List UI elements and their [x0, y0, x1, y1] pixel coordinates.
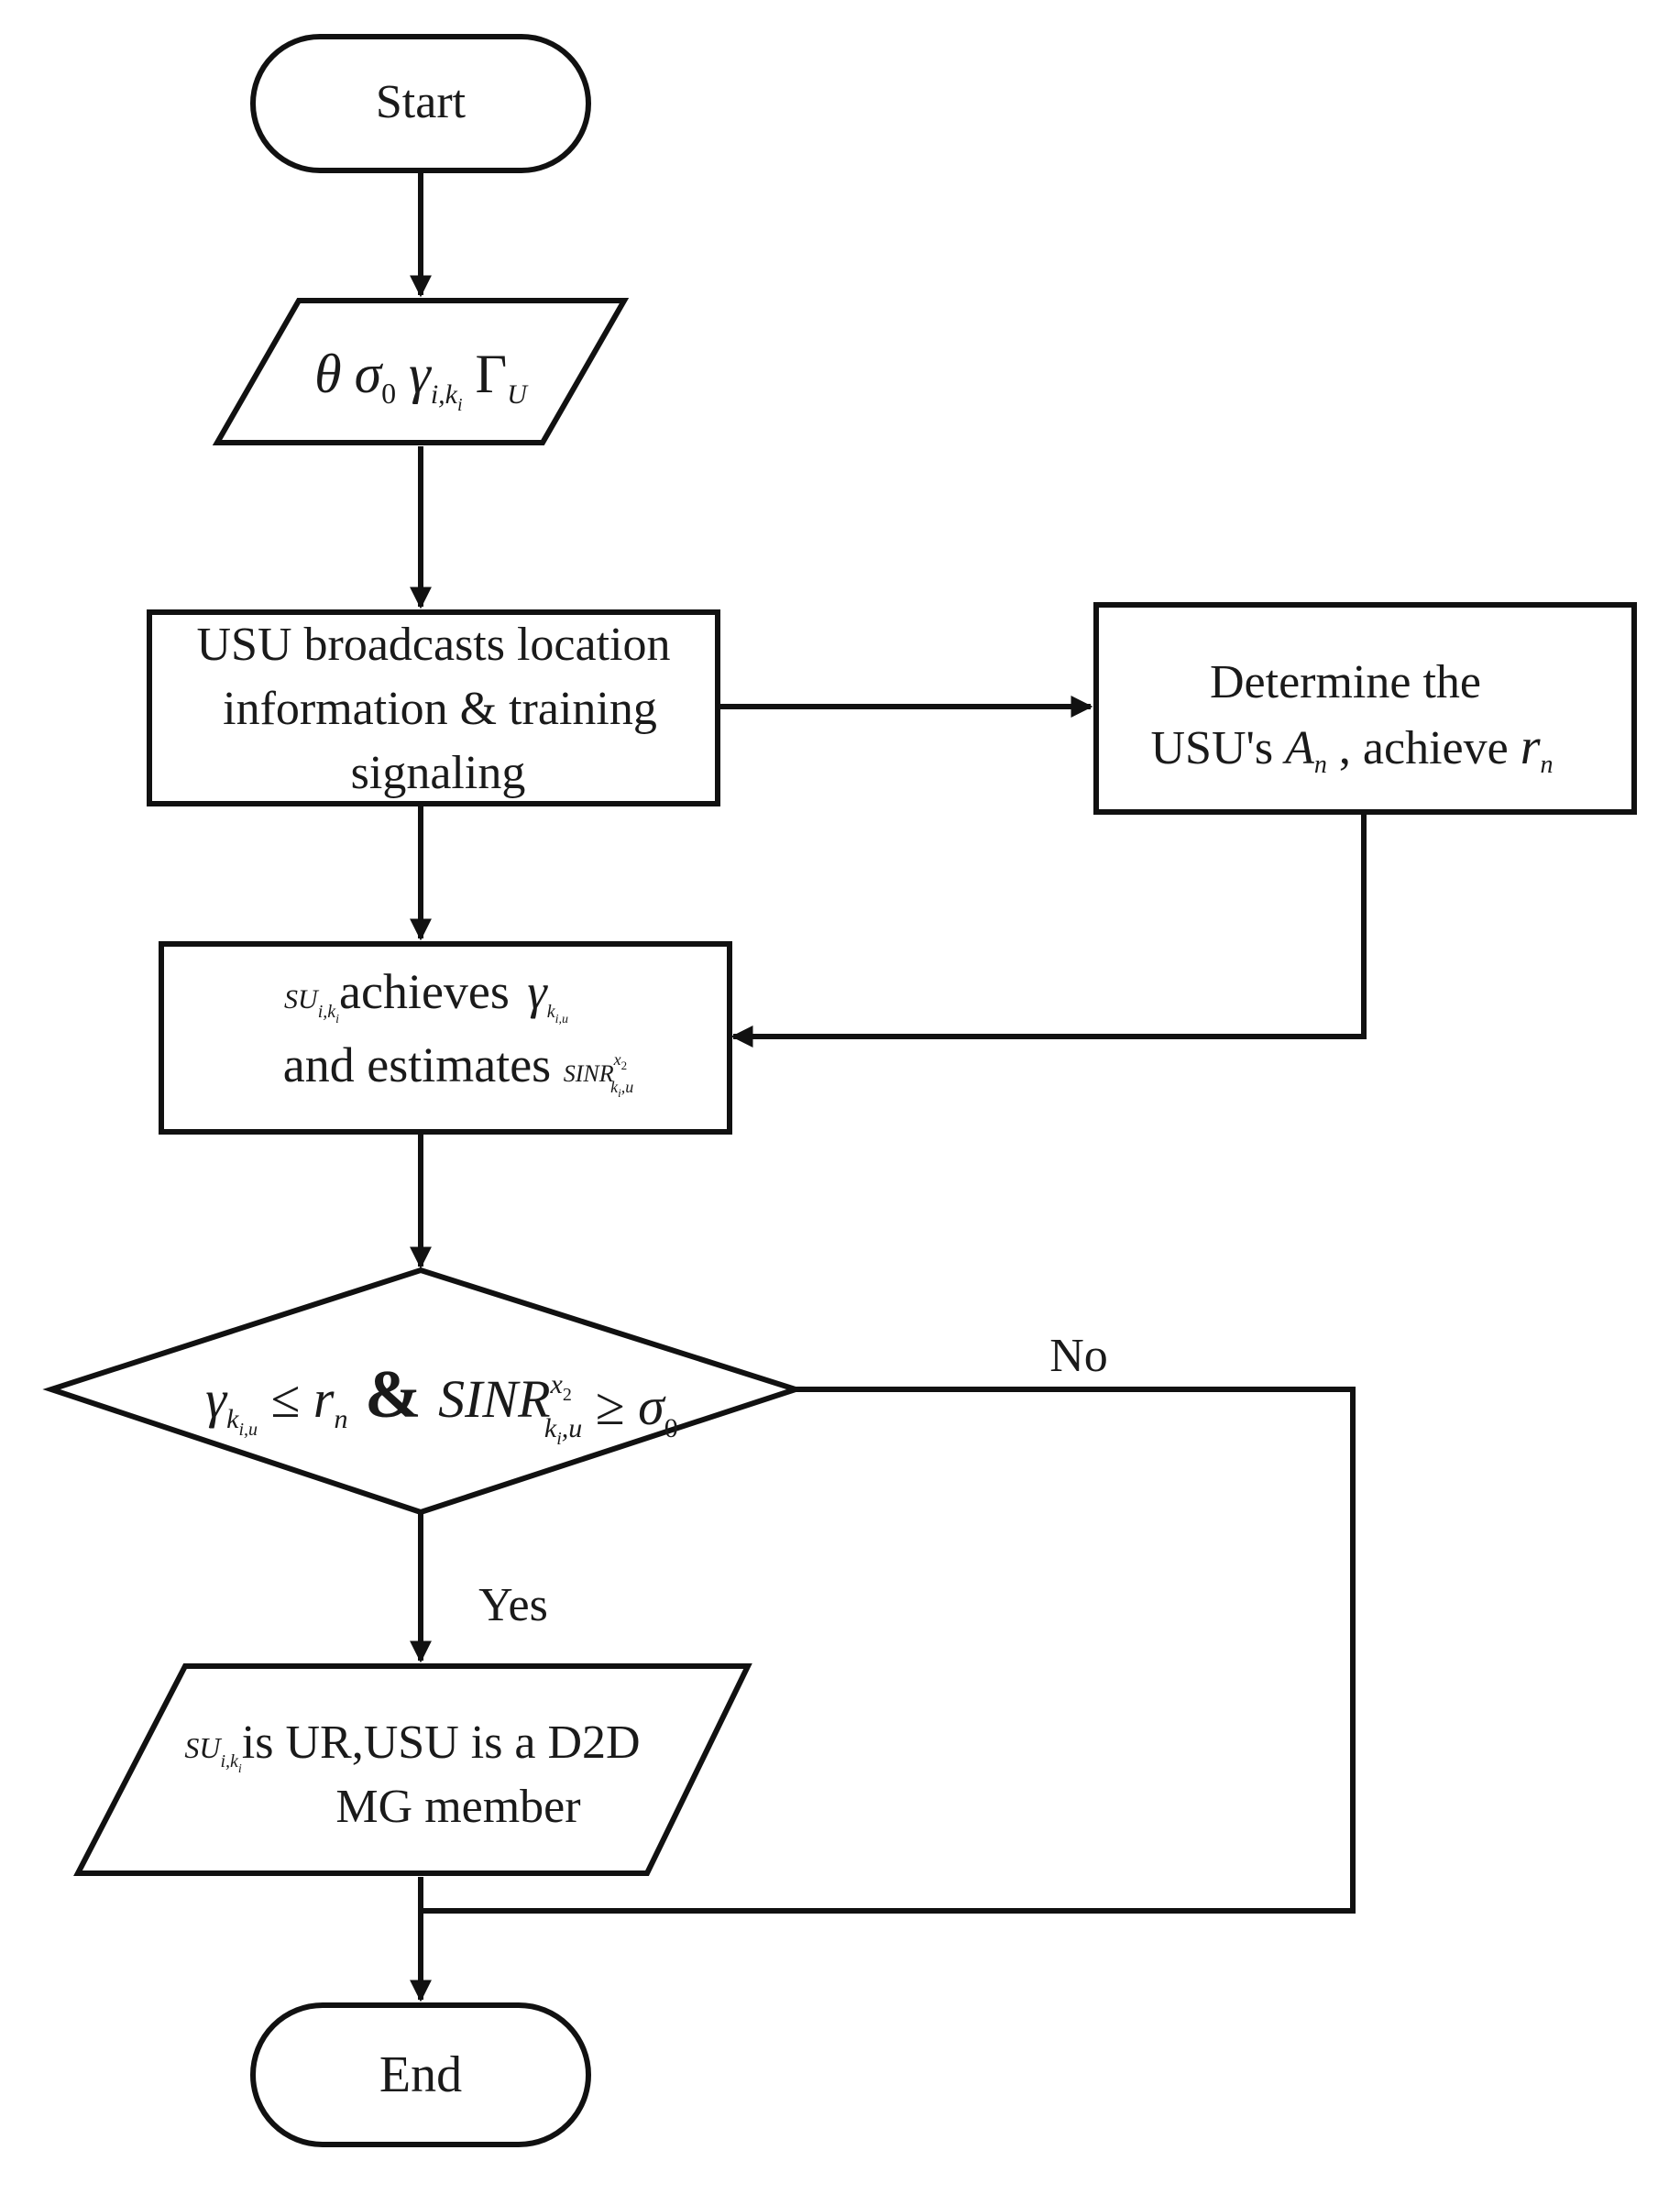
arrow-determine-to-achieves: [730, 815, 1367, 1048]
connector-no-branch: [421, 1387, 1356, 1914]
parameters-input: [212, 298, 630, 445]
end-terminal: [250, 2002, 591, 2147]
broadcast-process: [147, 609, 720, 806]
achieves-line-1: SUi,kiachieves γki,u: [284, 964, 568, 1026]
achieves-process: [159, 941, 732, 1135]
result-line-2: MG member: [335, 1781, 580, 1833]
broadcast-line-3: signaling: [351, 747, 526, 799]
determine-process: [1093, 602, 1637, 815]
end-label: End: [379, 2046, 462, 2103]
start-terminal: [250, 34, 591, 173]
no-branch-label: No: [1049, 1330, 1108, 1382]
determine-line-1: Determine the: [1210, 656, 1481, 708]
result-output: [73, 1663, 752, 1876]
broadcast-line-2: information & training: [223, 683, 657, 735]
start-label: Start: [376, 76, 467, 128]
determine-line-2: USU's An , achieve rn: [1151, 719, 1554, 779]
yes-branch-label: Yes: [478, 1579, 548, 1631]
condition-decision: [42, 1267, 805, 1516]
result-line-1: SUi,kiis UR,USU is a D2D: [184, 1717, 640, 1776]
broadcast-line-1: USU broadcasts location: [196, 619, 670, 671]
